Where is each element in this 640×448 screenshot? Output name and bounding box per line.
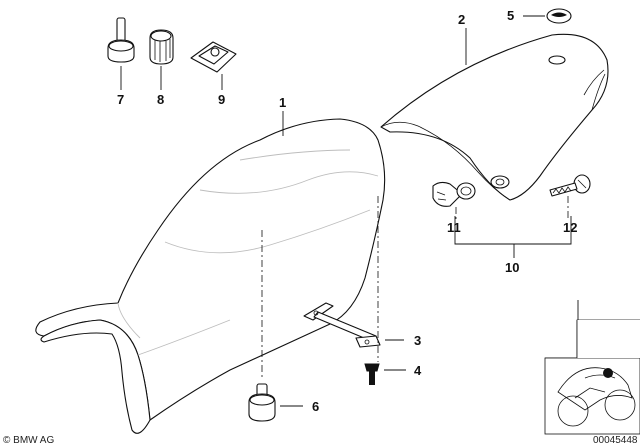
callout-5: 5 <box>507 8 514 23</box>
callout-4: 4 <box>414 363 422 378</box>
part-12-key <box>549 174 591 197</box>
callout-1: 1 <box>279 95 286 110</box>
copyright-label: © BMW AG <box>3 435 54 446</box>
callout-6: 6 <box>312 399 319 414</box>
callout-12: 12 <box>563 220 577 235</box>
callout-7: 7 <box>117 92 124 107</box>
callout-2: 2 <box>458 12 465 27</box>
part-11-lock-cylinder <box>432 181 476 207</box>
part-1-seat <box>35 118 386 434</box>
part-6-rubber-buffer <box>248 383 276 422</box>
callout-10: 10 <box>505 260 519 275</box>
location-dot <box>603 368 613 378</box>
part-2-seat-cover <box>380 33 609 201</box>
part-3-bracket <box>303 302 381 348</box>
thumbnail-locator <box>544 319 640 435</box>
part-7-rubber-buffer <box>107 17 135 63</box>
drawing-number: 00045448 <box>593 435 638 446</box>
callout-8: 8 <box>157 92 164 107</box>
callout-11: 11 <box>447 220 461 235</box>
callout-3: 3 <box>414 333 421 348</box>
part-9-clip-nut <box>190 41 237 73</box>
part-5-cap <box>546 8 572 24</box>
callout-9: 9 <box>218 92 225 107</box>
motorcycle-thumbnail <box>557 367 636 427</box>
leader-lines <box>120 15 579 407</box>
part-8-grommet <box>149 29 174 65</box>
part-4-screw <box>364 363 380 385</box>
